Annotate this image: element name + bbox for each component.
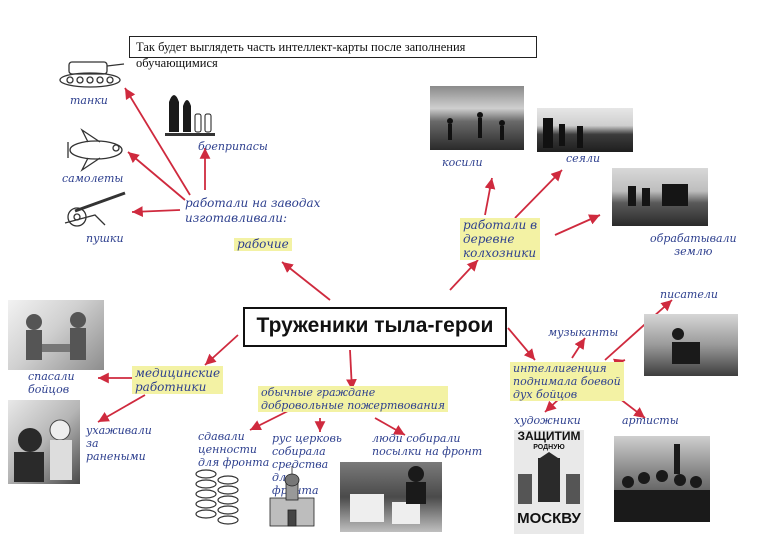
label-artists: артисты <box>622 414 679 427</box>
photo-front-concert <box>644 314 738 376</box>
poster-moscow: ЗАЩИТИМ РОДНУЮ МОСКВУ <box>514 430 584 534</box>
label-saved: спасали бойцов <box>28 370 75 396</box>
label-parcels: люди собирали посылки на фронт <box>372 432 483 458</box>
arrow-to-tilled <box>554 214 601 236</box>
label-intelligentsia: интеллигенция поднимала боевой дух бойцо… <box>510 362 624 401</box>
label-workers-made: работали на заводах изготавливали: <box>185 196 321 225</box>
photo-surgery <box>8 300 104 370</box>
arrow-to-mowed <box>484 177 496 216</box>
poster-mid-text: РОДНУЮ <box>533 444 565 451</box>
arrow-to-musicians <box>571 337 586 359</box>
arrow-to-tanks <box>124 87 191 196</box>
label-medical: медицинские работники <box>132 366 224 394</box>
arrow-to-cared <box>97 394 146 423</box>
label-citizens: обычные граждане добровольные пожертвова… <box>258 386 448 412</box>
arrow-to-parcels <box>374 417 406 436</box>
photo-parcels <box>340 462 442 532</box>
arrow-to-metal <box>249 409 291 431</box>
label-painters: художники <box>514 414 581 427</box>
arrow-to-writers <box>604 299 673 361</box>
label-ammo: боеприпасы <box>198 140 268 153</box>
arrow-to-citizens <box>346 349 357 391</box>
central-topic: Труженики тыла-герои <box>243 307 507 347</box>
label-tanks: танки <box>70 94 108 107</box>
label-church: рус церковь собирала средства для фронта <box>272 432 342 497</box>
label-musicians: музыканты <box>548 326 619 339</box>
arrow-to-village <box>449 259 479 291</box>
photo-tilling <box>612 168 708 226</box>
photo-artists-crowd <box>614 436 710 522</box>
label-guns: пушки <box>86 232 124 245</box>
arrow-to-workers <box>281 261 331 301</box>
tank-icon <box>59 61 125 88</box>
ammo-icon <box>165 95 215 136</box>
label-mowed: косили <box>442 156 483 169</box>
poster-bottom-text: МОСКВУ <box>514 510 584 528</box>
photo-sowing <box>537 108 633 152</box>
label-sowed: сеяли <box>566 152 601 165</box>
arrow-to-intelligentsia <box>507 327 536 361</box>
photo-nurse <box>8 400 80 484</box>
arrow-to-medical <box>204 334 239 366</box>
label-cared: ухаживали за ранеными <box>86 424 152 463</box>
arrow-to-planes <box>127 151 186 201</box>
church-icon <box>269 466 315 527</box>
label-workers: рабочие <box>234 238 292 251</box>
arrow-to-sowed <box>514 169 563 219</box>
caption-box: Так будет выглядеть часть интеллект-карт… <box>129 36 537 70</box>
label-planes: самолеты <box>62 172 124 185</box>
plane-icon <box>67 128 123 172</box>
label-tilled: обрабатывали землю <box>650 232 737 258</box>
cannon-icon <box>64 191 126 227</box>
label-metal: сдавали ценности для фронта <box>198 430 270 469</box>
label-village: работали в деревне колхозники <box>460 218 541 260</box>
label-writers: писатели <box>660 288 718 301</box>
poster-top-text: ЗАЩИТИМ <box>517 430 581 443</box>
coins-icon <box>195 469 239 525</box>
photo-mowing <box>430 86 524 150</box>
arrow-to-guns <box>131 206 181 217</box>
